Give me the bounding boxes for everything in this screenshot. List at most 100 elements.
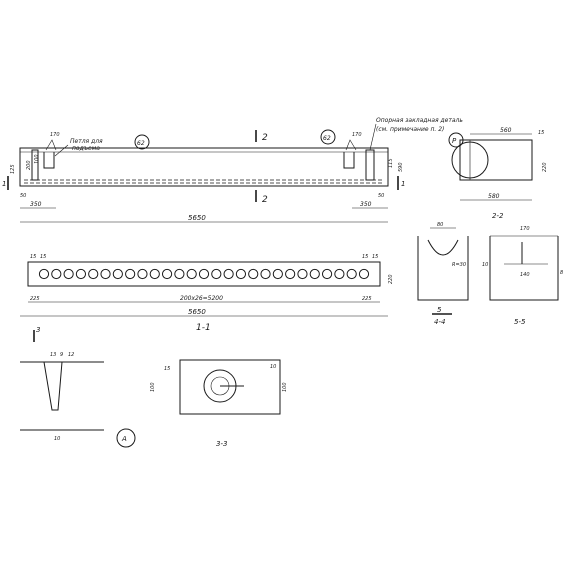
dim-100-33b: 100 [282,382,288,392]
plan-hole [38,268,50,280]
cut-2-bottom-label: 2 [262,195,268,205]
dim-220-plan: 220 [388,274,394,284]
hole-row [38,268,370,280]
dim-15-b: 15 [40,254,46,260]
plan-hole [174,268,185,280]
cut-1-left-label: 1 [2,180,6,188]
support-embed-left [31,149,39,181]
detail-4-4-groove [427,239,459,256]
dim-pitch: 200x26=5200 [180,295,223,302]
dim-170-right: 170 [352,132,362,138]
section-5-5-title: 5-5 [514,318,526,326]
support-embed-right [365,149,375,181]
dim-80: 80 [437,222,443,228]
dim-13: 13 [50,352,56,358]
cut-2-top-label: 2 [262,133,268,143]
badge-p-circle [448,132,464,148]
plan-hole [75,268,87,280]
dim-r30: R=30 [452,262,466,268]
dim-15-33: 15 [164,366,170,372]
cut-5-label: 5 [437,306,442,314]
dim-170-55: 170 [520,226,530,232]
dim-125: 125 [10,164,16,174]
section-3-3-title: 3-3 [216,440,227,448]
plan-hole [51,268,62,280]
badge-a-circle [116,428,136,448]
dim-10-a: 10 [54,436,60,442]
plan-hole [223,268,234,280]
plan-hole [297,268,308,280]
dim-170-left: 170 [50,132,60,138]
dim-100: 100 [34,154,40,164]
lifting-loop-right [343,152,355,169]
dim-200: 200 [26,160,32,170]
detail-4-4-body [417,236,469,301]
badge-left-text: 62 [137,140,145,147]
support-label-2: (см. примечание п. 2) [376,126,444,133]
plan-hole [149,268,160,280]
loop-label-1: Петля для [70,138,103,145]
section-5-5: 170 140 8 10 5-5 [482,226,563,326]
plan-hole [112,268,123,280]
cut-3-label: 3 [36,326,40,334]
detail-p-circle [451,141,489,179]
plan-hole [321,268,333,280]
badge-left-circle [134,134,150,150]
dim-50-right: 50 [378,193,384,199]
section-5-5-body [489,236,559,301]
badge-right-text: 62 [323,135,331,142]
dim-15-c: 15 [362,254,368,260]
plan-hole [125,268,136,280]
plan-hole [248,268,259,280]
detail-4-4: 80 R=30 5 4-4 [417,222,469,326]
loop-leader [54,144,69,157]
plan-hole [211,268,222,280]
dim-10-33: 10 [270,364,276,370]
section-3-3: 100 100 15 10 3-3 [150,359,288,448]
detail-a-loop [43,361,63,411]
dim-15-a: 15 [30,254,36,260]
dim-350-right: 350 [360,201,372,208]
plan-hole [63,268,74,280]
plan-hole [235,268,247,280]
plan-hole [186,268,197,280]
section-1-1-title: 1-1 [196,323,211,333]
plan-hole [358,268,370,280]
badge-right-circle [320,129,336,145]
plan-hole [309,268,320,280]
section-2-2: P 560 15 580 220 2-2 [448,127,548,220]
plan-hole [334,268,345,280]
dim-8-55: 8 [560,270,563,276]
loop-label-2: подъема [72,145,100,152]
plan-hole [285,268,296,280]
section-3-3-body [179,359,281,415]
dim-140-55: 140 [520,272,530,278]
dim-50-left: 50 [20,193,26,199]
badge-p-text: P [452,137,457,145]
cut-1-right-label: 1 [401,180,405,188]
dim-12: 12 [68,352,74,358]
plan-hole [260,268,271,280]
section-2-2-title: 2-2 [492,212,504,220]
detail-a: 3 13 9 12 10 A [20,326,136,448]
lifting-loop-right-top [345,139,357,151]
main-elevation: 2 2 1 1 Петля для подъема 62 62 Опорная … [2,117,463,223]
support-label-1: Опорная закладная деталь [376,117,463,124]
dim-225: 225 [30,296,40,302]
lifting-loop-left-top [45,139,57,151]
dim-580: 580 [488,193,500,200]
section-1-1: 15 15 15 15 225 200x26=5200 225 5650 220… [20,254,394,333]
dim-15-d: 15 [372,254,378,260]
plan-hole [198,268,210,280]
badge-a-text: A [121,435,127,443]
plan-hole [100,268,111,280]
plan-hole [161,268,173,280]
dim-560: 560 [500,127,512,134]
dim-15: 15 [538,130,544,136]
lifting-loop-left [43,152,55,169]
plan-hole [137,268,148,280]
dim-590: 590 [398,162,404,172]
support-leader [369,123,377,151]
dim-115: 115 [388,158,394,168]
